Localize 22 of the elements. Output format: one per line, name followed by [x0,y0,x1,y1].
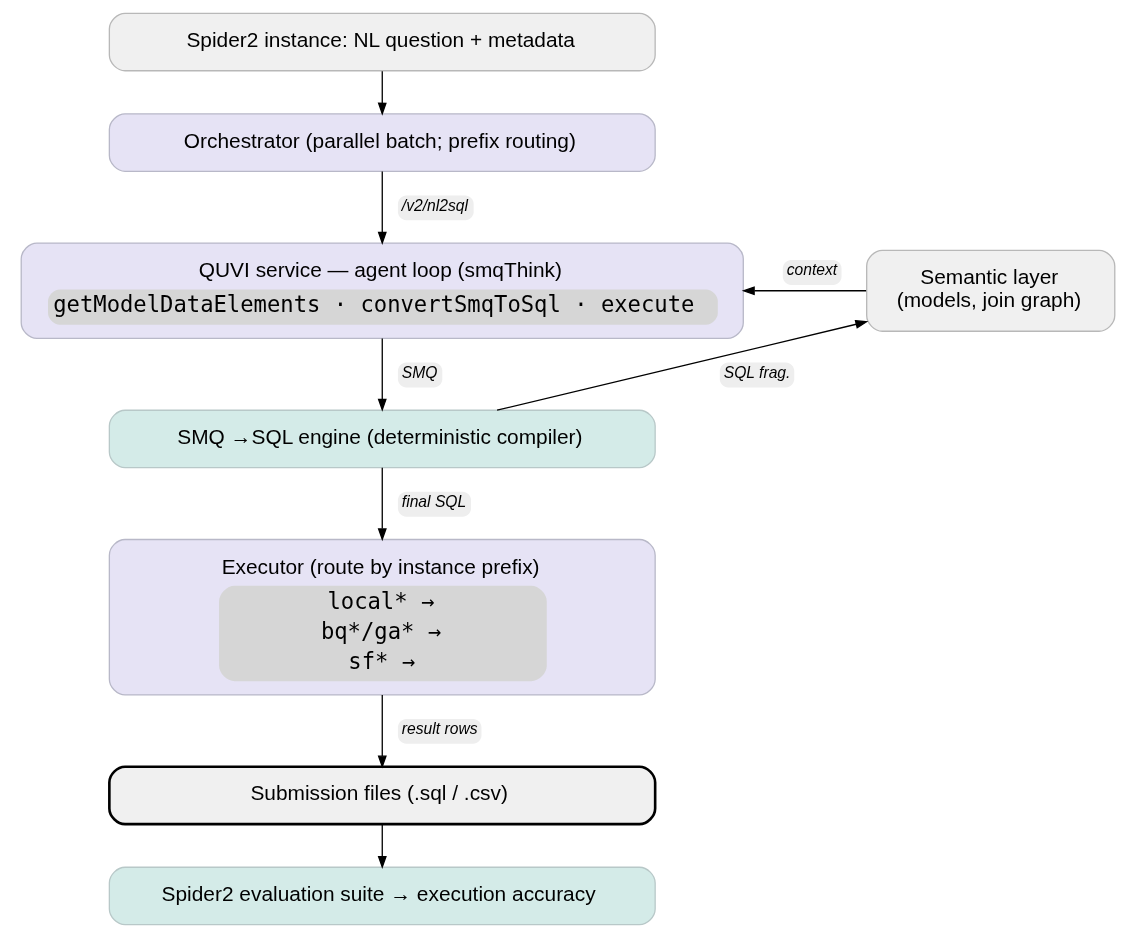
edge-label: context [786,261,838,279]
arrow [741,286,867,296]
arrow [377,170,387,245]
node-box: Spider2 instance: NL question + metadata [108,12,656,72]
node-box: Executor (route by instance prefix) local* → bq*/ga* → sf* → [108,538,656,696]
node-box: SMQ →SQL engine (deterministic compiler) [108,409,656,469]
arrow [377,337,387,412]
node-box: QUVI service — agent loop (smqThink) getModelDataElements · convertSmqToSql · execute [20,242,744,340]
arrow [377,823,387,870]
arrow [377,694,387,769]
edge-label: final SQL [401,493,467,510]
arrow [496,319,869,411]
edge-label: SMQ [401,363,438,381]
node-box: Semantic layer (models, join graph) [866,249,1116,332]
arrow [377,467,387,542]
edge-label: SQL frag. [723,363,791,381]
node-box: Orchestrator (parallel batch; prefix routing) [108,113,656,172]
edge-label: result rows [401,720,478,738]
edge-label: /v2/nl2sql [401,196,468,214]
node-box: Spider2 evaluation suite → execution accuracy [108,866,656,926]
arrow [377,70,387,116]
node-box: Submission files (.sql / .csv) [108,765,657,826]
